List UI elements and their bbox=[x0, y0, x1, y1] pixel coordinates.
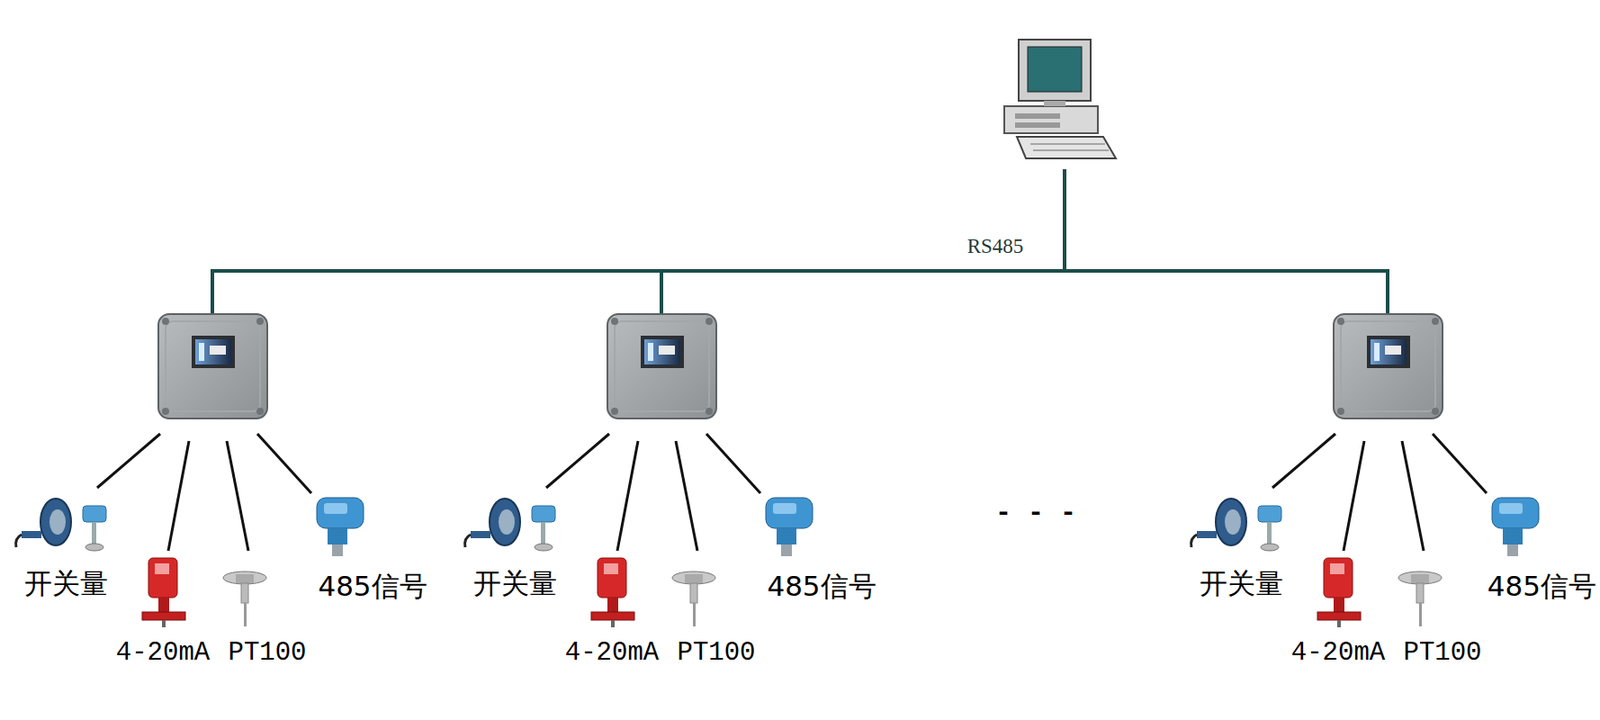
ellipsis: - - - bbox=[995, 498, 1077, 529]
signal-label: PT100 bbox=[676, 638, 756, 668]
device-group bbox=[465, 314, 813, 628]
signal-label: 485信号 bbox=[1487, 570, 1597, 602]
switch-label: 开关量 bbox=[1199, 567, 1284, 599]
signal-label: 485信号 bbox=[317, 570, 427, 602]
signal-label: 4-20mA bbox=[1291, 638, 1385, 668]
switch-label: 开关量 bbox=[24, 567, 108, 599]
rs485-bus bbox=[212, 169, 1390, 315]
signal-label: 4-20mA bbox=[116, 638, 210, 668]
bus-label: RS485 bbox=[964, 234, 1027, 258]
signal-label: PT100 bbox=[1402, 638, 1482, 668]
signal-label: 485信号 bbox=[766, 570, 876, 602]
device-group bbox=[16, 314, 364, 628]
signal-label: 4-20mA bbox=[565, 638, 659, 668]
signal-label: PT100 bbox=[227, 638, 306, 668]
switch-label: 开关量 bbox=[473, 567, 558, 599]
device-group bbox=[1191, 314, 1539, 628]
computer bbox=[1004, 39, 1116, 159]
